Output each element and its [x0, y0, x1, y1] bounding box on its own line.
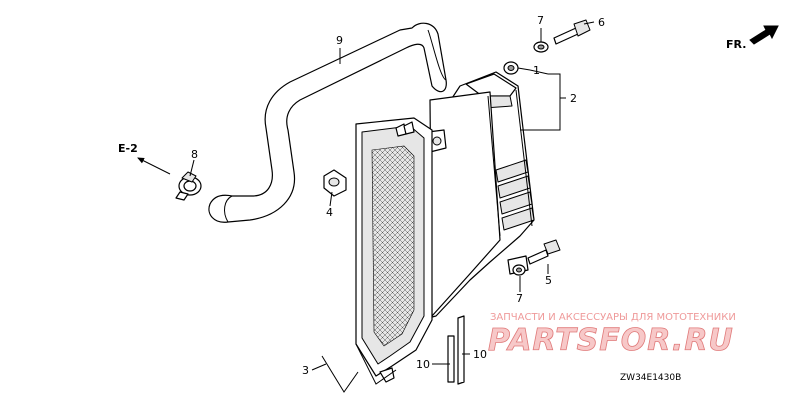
front-indicator: FR. — [726, 25, 779, 51]
washer-top — [533, 41, 549, 53]
bolt-bottom — [527, 239, 561, 265]
section-reference: E-2 — [118, 142, 171, 175]
filter-frame — [355, 117, 433, 385]
washer-bottom — [512, 264, 526, 276]
leader-lines — [189, 21, 595, 371]
callout-4: 4 — [326, 206, 333, 219]
callout-10-right: 10 — [473, 348, 487, 361]
grommet — [323, 169, 347, 197]
hose-clamp — [175, 171, 202, 201]
callout-7-bottom: 7 — [516, 292, 523, 305]
callout-6: 6 — [598, 16, 605, 29]
drawing-code: ZW34E1430B — [620, 373, 681, 383]
callout-3: 3 — [302, 364, 309, 377]
callout-9: 9 — [336, 34, 343, 47]
section-ref-label: E-2 — [118, 142, 138, 155]
front-arrow-icon — [749, 25, 779, 45]
air-cleaner-housing — [417, 71, 535, 321]
callout-1: 1 — [533, 64, 540, 77]
drain-tube-right — [457, 315, 465, 385]
breather-hose — [208, 22, 447, 223]
callout-8: 8 — [191, 148, 198, 161]
wire-clip — [321, 355, 359, 393]
front-label: FR. — [726, 38, 746, 51]
watermark-logo: PARTSFOR.RU — [488, 323, 734, 358]
watermark: ЗАПЧАСТИ И АКСЕССУАРЫ ДЛЯ МОТОТЕХНИКИ PA… — [488, 312, 736, 358]
watermark-tagline: ЗАПЧАСТИ И АКСЕССУАРЫ ДЛЯ МОТОТЕХНИКИ — [490, 312, 736, 323]
callout-5: 5 — [545, 274, 552, 287]
drain-tube-left — [447, 335, 455, 383]
grommet-top — [503, 61, 519, 75]
callout-7-top: 7 — [537, 14, 544, 27]
callouts: 9 8 4 7 6 1 2 5 7 10 10 3 — [191, 14, 605, 377]
callout-10-left: 10 — [416, 358, 430, 371]
callout-2: 2 — [570, 92, 577, 105]
